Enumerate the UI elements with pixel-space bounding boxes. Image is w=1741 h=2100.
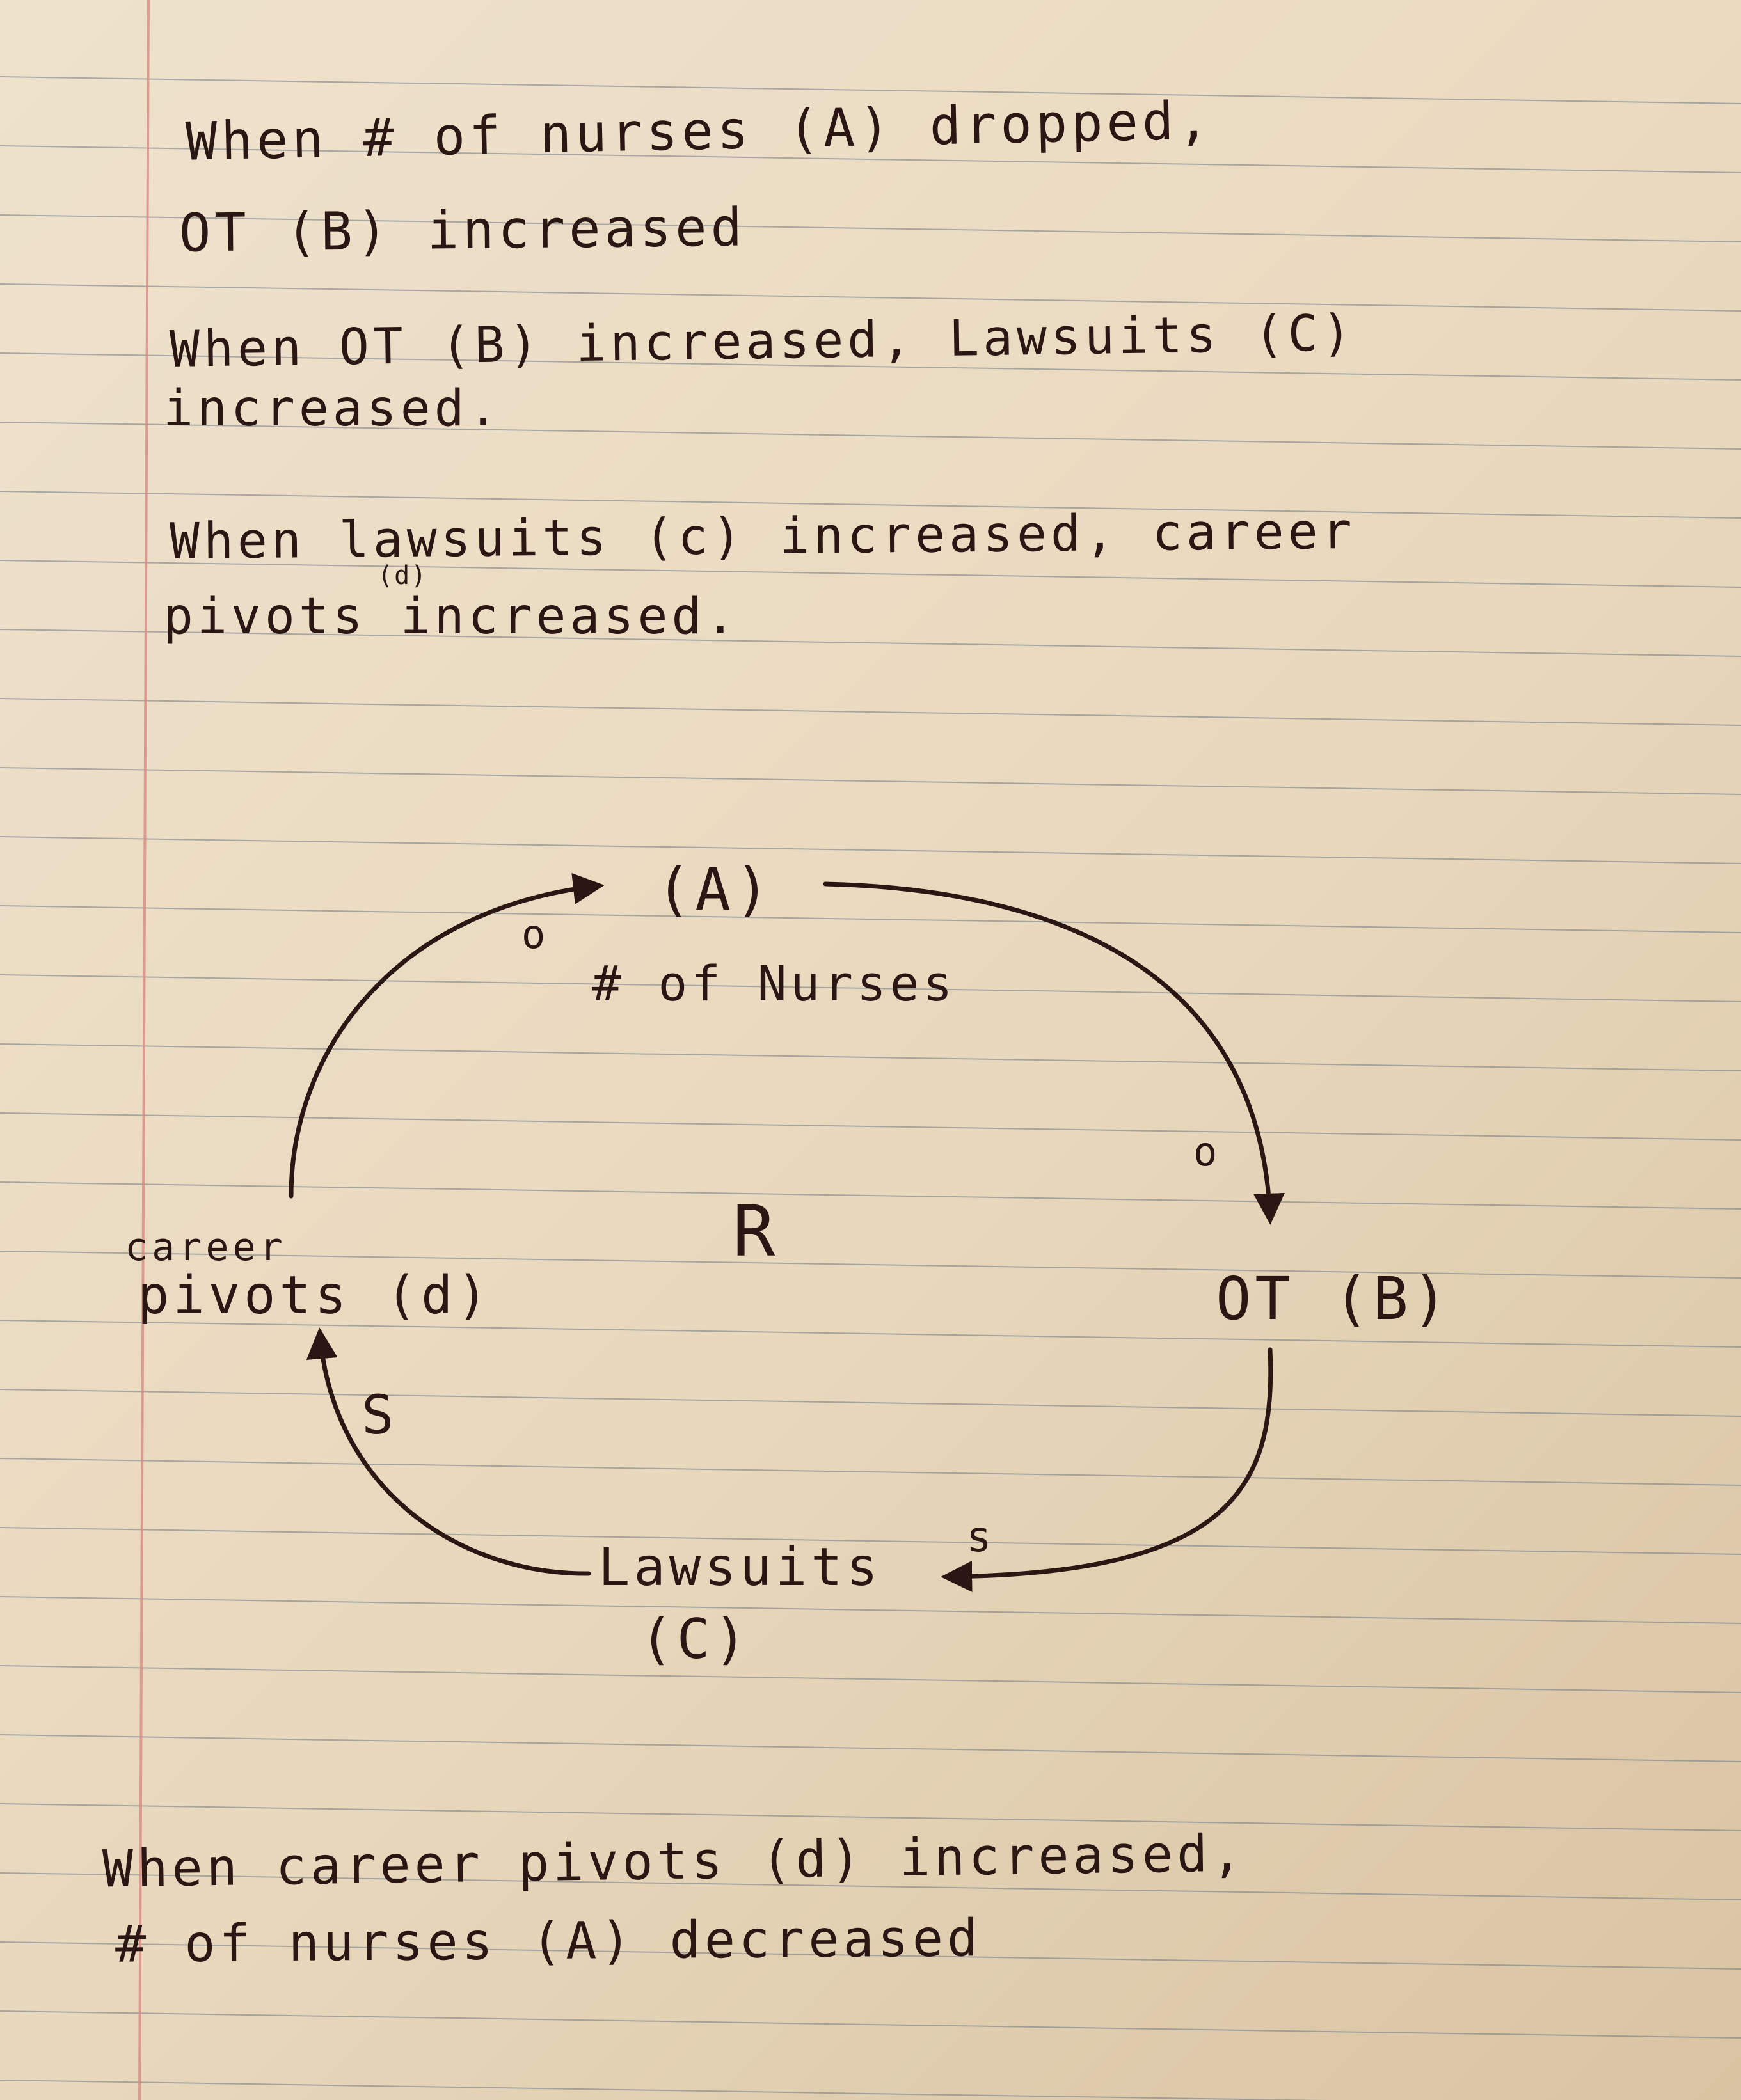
ruled-line [0,1734,1741,1762]
node-c-label: Lawsuits [598,1537,882,1598]
node-a-label: # of Nurses [592,955,957,1012]
ruled-line [0,1181,1741,1210]
polarity-a-to-b: o [1193,1128,1221,1175]
node-d-line2: pivots (d) [138,1265,492,1326]
ruled-line [0,76,1741,104]
margin-line [138,0,150,2100]
ruled-line [0,1941,1741,1970]
node-b-label: OT (B) [1216,1265,1452,1333]
note3-line1: When lawsuits (c) increased, career [169,502,1356,571]
note4-line2: # of nurses (A) decreased [115,1908,982,1974]
loop-label: R [733,1190,779,1272]
ruled-line [0,1251,1741,1279]
note3-line2: pivots increased. [163,588,740,645]
ruled-line [0,767,1741,795]
ruled-line [0,1803,1741,1831]
ruled-line [0,560,1741,588]
note3-superscript: (d) [378,561,428,590]
ruled-line [0,1112,1741,1141]
ruled-line [0,905,1741,933]
ruled-line [0,1320,1741,1348]
arrow-b-to-c [941,1347,1273,1593]
ruled-line [0,836,1741,864]
polarity-d-to-a: o [521,911,550,958]
arrow-a-to-b [823,881,1285,1225]
polarity-b-to-c: s [966,1512,996,1561]
arrow-d-to-a [289,873,605,1199]
note1-line2: OT (B) increased [179,197,747,264]
polarity-c-to-d: S [362,1384,398,1446]
ruled-line [0,145,1741,173]
node-d-line1: career [125,1225,287,1270]
ruled-line [0,629,1741,657]
ruled-line [0,1389,1741,1417]
ruled-line [0,491,1741,519]
arrow-c-to-d [306,1327,591,1576]
note2-line2: increased. [163,380,502,438]
ruled-line [0,1527,1741,1555]
ruled-line [0,1665,1741,1693]
ruled-line [0,352,1741,381]
ruled-line [0,1458,1741,1486]
ruled-line [0,1596,1741,1624]
ruled-line [0,2010,1741,2039]
ruled-line [0,974,1741,1002]
ruled-line [0,1043,1741,1071]
ruled-line [0,1872,1741,1900]
ruled-line [0,283,1741,312]
note4-line1: When career pivots (d) increased, [102,1823,1246,1899]
node-a-code: (A) [656,855,774,924]
ruled-line [0,2080,1327,2100]
ruled-lines [0,76,1741,2100]
node-c-code: (C) [640,1607,751,1671]
ruled-line [0,698,1741,726]
ruled-line [0,214,1741,242]
ruled-line [0,422,1741,450]
